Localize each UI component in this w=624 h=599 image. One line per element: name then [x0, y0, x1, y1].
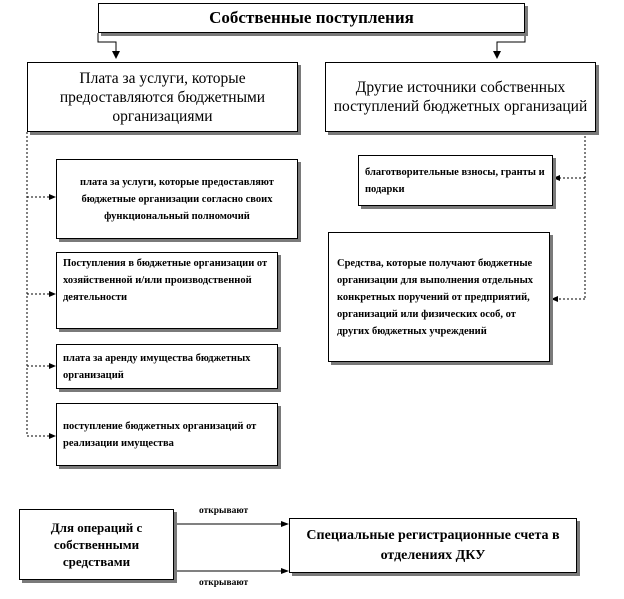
arrow-label-bottom: открывают — [199, 578, 249, 588]
bottom-right-text: Специальные регистрационные счета в отде… — [306, 527, 560, 563]
left-item-1: плата за услуги, которые предоставляют б… — [56, 159, 298, 239]
diagram-title: Собственные поступления — [209, 8, 414, 27]
left-branch — [26, 132, 50, 437]
title-connector — [97, 33, 526, 59]
left-item-2: Поступления в бюджетные организации от х… — [56, 252, 278, 329]
arrow-label-top: открывают — [199, 506, 249, 516]
bottom-left-text: Для операций с собственными средствами — [50, 520, 143, 569]
right-item-2: Средства, которые получают бюджетные орг… — [328, 232, 550, 362]
left-item-1-text: плата за услуги, которые предоставляют б… — [80, 176, 274, 222]
bottom-left-box: Для операций с собственными средствами — [19, 509, 174, 580]
right-arrowheads — [551, 175, 560, 302]
left-item-3-text: плата за аренду имущества бюджетных орга… — [63, 352, 251, 381]
right-branch — [558, 132, 586, 300]
left-arrowheads — [49, 194, 56, 439]
left-heading-box: Плата за услуги, которые предоставляются… — [27, 62, 298, 132]
right-item-2-text: Средства, которые получают бюджетные орг… — [337, 257, 534, 337]
right-heading: Другие источники собственных поступлений… — [333, 79, 588, 115]
right-item-1: благотворительные взносы, гранты и подар… — [358, 155, 553, 206]
bottom-right-box: Специальные регистрационные счета в отде… — [289, 518, 577, 573]
bottom-arrows — [174, 523, 282, 572]
right-heading-box: Другие источники собственных поступлений… — [325, 62, 596, 132]
left-item-4-text: поступление бюджетных организаций от реа… — [63, 420, 257, 449]
left-heading: Плата за услуги, которые предоставляются… — [59, 69, 266, 125]
title-box: Собственные поступления — [98, 3, 525, 33]
left-item-2-text: Поступления в бюджетные организации от х… — [63, 258, 268, 303]
right-item-1-text: благотворительные взносы, гранты и подар… — [365, 166, 545, 195]
left-item-3: плата за аренду имущества бюджетных орга… — [56, 344, 278, 389]
left-item-4: поступление бюджетных организаций от реа… — [56, 403, 278, 466]
